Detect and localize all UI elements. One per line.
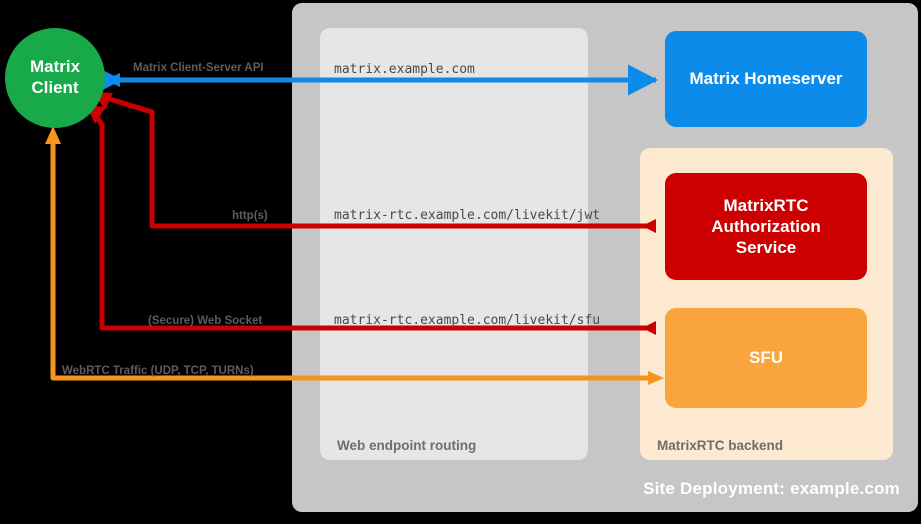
node-matrix-homeserver-label: Matrix Homeserver xyxy=(689,69,843,89)
node-matrix-client-line2: Client xyxy=(31,78,79,97)
node-auth-line3: Service xyxy=(735,238,797,258)
node-matrixrtc-authorization-service[interactable]: MatrixRTC Authorization Service xyxy=(665,173,867,280)
node-sfu-label: SFU xyxy=(749,348,783,368)
node-sfu[interactable]: SFU xyxy=(665,308,867,408)
panel-label-web-endpoint-routing: Web endpoint routing xyxy=(337,438,477,453)
node-auth-line2: Authorization xyxy=(711,216,821,236)
endpoint-url-livekit-sfu: matrix-rtc.example.com/livekit/sfu xyxy=(334,313,601,328)
web-endpoint-routing-panel xyxy=(320,28,588,460)
endpoint-url-matrix: matrix.example.com xyxy=(334,62,475,77)
edge-label-websocket: (Secure) Web Socket xyxy=(148,315,263,327)
edge-label-https: http(s) xyxy=(232,210,268,222)
endpoint-url-livekit-jwt: matrix-rtc.example.com/livekit/jwt xyxy=(334,208,601,223)
edge-label-cs-api: Matrix Client-Server API xyxy=(133,62,264,74)
node-auth-line1: MatrixRTC xyxy=(723,195,809,215)
node-matrix-client-line1: Matrix xyxy=(29,57,81,77)
edge-label-webrtc: WebRTC Traffic (UDP, TCP, TURNs) xyxy=(62,365,254,377)
site-deployment-label: Site Deployment: example.com xyxy=(643,479,900,498)
node-matrix-homeserver[interactable]: Matrix Homeserver xyxy=(665,31,867,127)
node-matrix-client[interactable]: Matrix Client xyxy=(5,28,105,128)
panel-label-matrixrtc-backend: MatrixRTC backend xyxy=(657,438,784,453)
